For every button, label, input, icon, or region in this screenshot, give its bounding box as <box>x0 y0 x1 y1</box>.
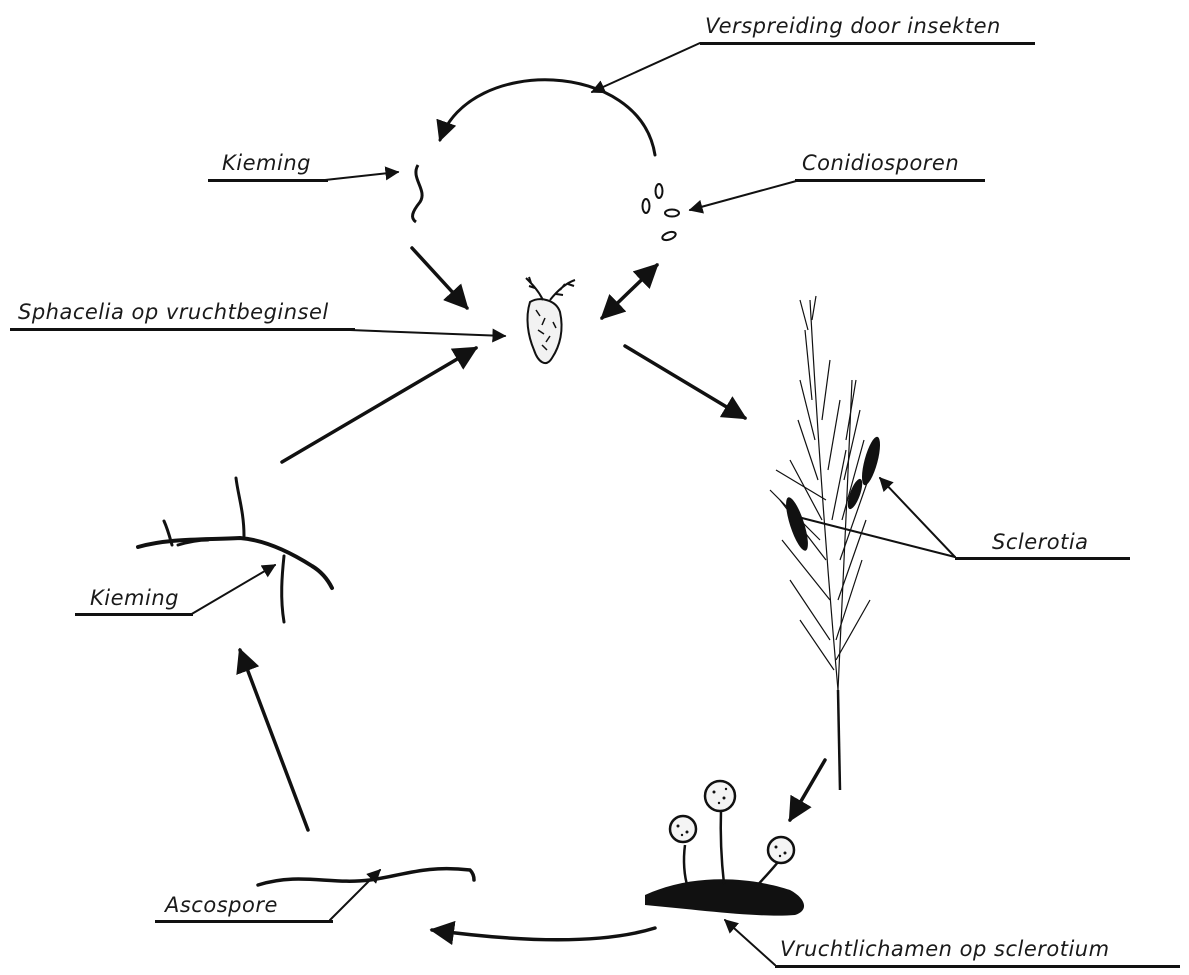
underline-kieming-left <box>75 613 193 616</box>
label-verspreiding-door-insekten: Verspreiding door insekten <box>705 14 1001 38</box>
vruchtlichamen-pointer <box>725 920 775 965</box>
ascospore-icon <box>258 869 474 885</box>
germinating-spore-top <box>413 165 423 222</box>
verspreiding-pointer <box>592 43 700 92</box>
conidiospores-icon <box>643 184 680 242</box>
spread-arc-arrow <box>440 80 655 155</box>
conidiosporen-pointer <box>690 180 800 210</box>
underline-vruchtlichamen <box>775 965 1180 968</box>
underline-verspreiding <box>700 42 1035 45</box>
label-vruchtlichamen-op-sclerotium: Vruchtlichamen op sclerotium <box>780 937 1110 961</box>
sclerotia-pointer-2 <box>798 517 955 557</box>
arrow-ascospore-to-germination <box>240 650 308 830</box>
underline-ascospore <box>155 920 333 923</box>
underline-sclerotia <box>955 557 1130 560</box>
label-conidiosporen: Conidiosporen <box>802 151 959 175</box>
fruiting-bodies-icon <box>645 781 804 916</box>
sclerotia-pointer-1 <box>880 478 955 557</box>
arrow-sphacelia-conidia-double <box>602 265 657 318</box>
arrow-germination-to-sphacelia-2 <box>282 348 476 462</box>
arrow-germination-to-sphacelia <box>412 248 467 308</box>
kieming-top-pointer <box>325 172 398 180</box>
sphacelia-icon <box>526 277 575 363</box>
label-sphacelia-op-vruchtbeginsel: Sphacelia op vruchtbeginsel <box>18 300 329 324</box>
label-kieming-top: Kieming <box>222 151 311 175</box>
underline-sphacelia <box>10 328 355 331</box>
underline-kieming-top <box>208 179 328 182</box>
rye-ear-icon <box>770 296 870 790</box>
label-sclerotia: Sclerotia <box>992 530 1089 554</box>
arrow-sphacelia-to-ear <box>625 346 745 418</box>
label-ascospore: Ascospore <box>165 893 278 917</box>
kieming-left-pointer <box>190 565 275 615</box>
label-kieming-left: Kieming <box>90 586 179 610</box>
ascospore-pointer <box>330 870 380 920</box>
underline-conidiosporen <box>795 179 985 182</box>
arrow-sclerotium-to-ascospore <box>432 928 655 940</box>
arrow-ear-to-sclerotium <box>790 760 825 820</box>
sphacelia-pointer <box>350 330 505 336</box>
